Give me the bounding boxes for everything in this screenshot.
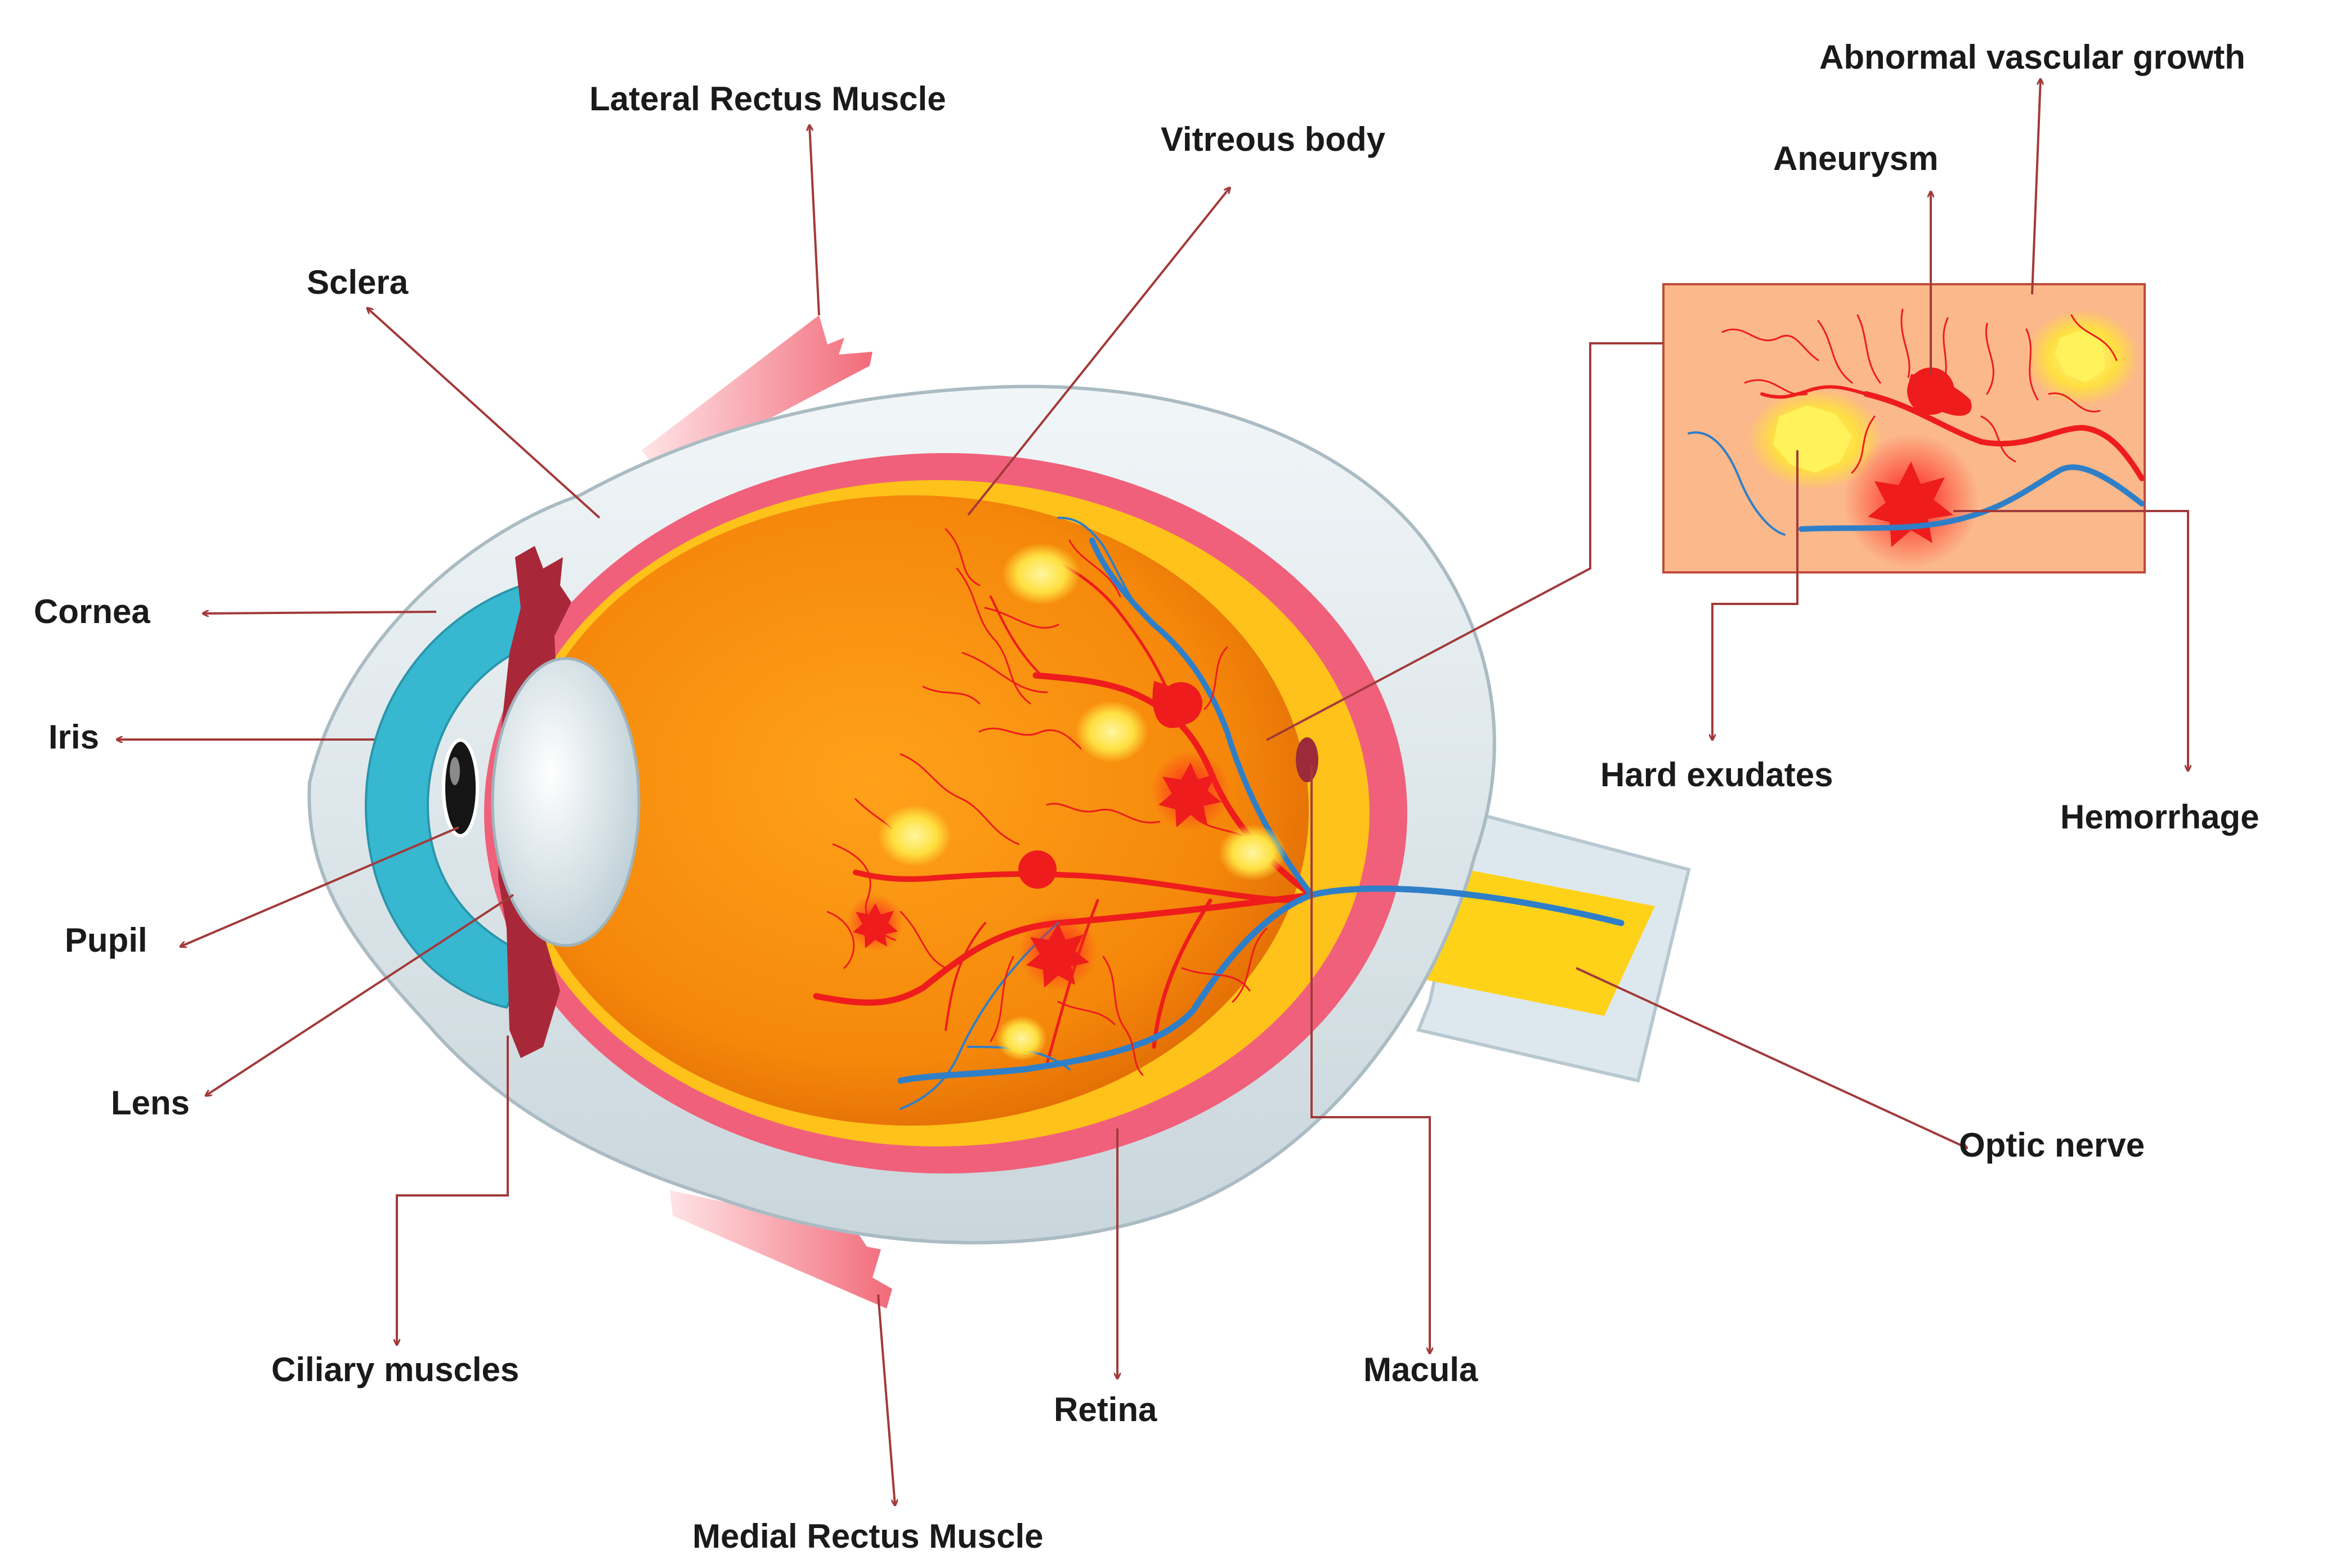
leader-ciliary (397, 1036, 509, 1345)
eye-illustration (307, 315, 1691, 1309)
leader-hemorrhage (1953, 510, 2188, 771)
leader-hard-exudates (1712, 450, 1798, 740)
leader-pupil (180, 826, 459, 947)
label-cornea: Cornea (34, 593, 150, 630)
label-hemorrhage: Hemorrhage (2060, 798, 2259, 836)
aneurysm-dot (1160, 682, 1202, 725)
leader-cornea (203, 612, 437, 613)
exudate-glow (1075, 701, 1148, 763)
leader-medial-rectus (877, 1294, 895, 1506)
macula-spot (1296, 737, 1318, 782)
leader-lens (205, 894, 514, 1096)
inset-content (1688, 308, 2145, 568)
inset-exudate (2055, 329, 2105, 383)
pupil-highlight (450, 757, 460, 785)
medial-rectus-muscle-shape (670, 1190, 892, 1309)
label-abnormal-vascular-growth: Abnormal vascular growth (1819, 38, 2245, 76)
pupil-shape (442, 738, 479, 837)
leader-optic-nerve (1576, 967, 1967, 1148)
label-macula: Macula (1363, 1351, 1478, 1388)
leader-lateral-rectus (809, 125, 820, 316)
label-aneurysm: Aneurysm (1773, 140, 1938, 177)
label-vitreous-body: Vitreous body (1161, 120, 1386, 158)
inset-hemorrhage (1868, 462, 1953, 547)
label-ciliary-muscles: Ciliary muscles (271, 1351, 519, 1388)
leader-vitreous-body (967, 187, 1230, 516)
lens-shape (491, 657, 641, 947)
hemorrhage-spot (1158, 763, 1222, 827)
hemorrhage-spot (1026, 923, 1089, 988)
label-lens: Lens (111, 1084, 190, 1122)
label-retina: Retina (1054, 1391, 1157, 1428)
aneurysm-dot (1018, 850, 1057, 889)
leader-inset-connector (1266, 342, 1663, 741)
inset-aneurysm-bulb (1907, 368, 1954, 415)
label-iris: Iris (48, 718, 99, 756)
label-lateral-rectus-muscle: Lateral Rectus Muscle (589, 80, 946, 118)
leader-macula (1310, 765, 1430, 1354)
exudate-glow (1219, 825, 1286, 881)
label-medial-rectus-muscle: Medial Rectus Muscle (692, 1517, 1044, 1555)
lateral-rectus-muscle-shape (642, 315, 873, 476)
label-hard-exudates: Hard exudates (1600, 756, 1833, 794)
cornea-shape (364, 578, 542, 1009)
labels: Lateral Rectus Muscle Vitreous body Scle… (34, 38, 2259, 1555)
exudate-glow (1002, 543, 1081, 605)
retinal-vessels (813, 517, 1625, 1110)
capillaries (826, 528, 1268, 1076)
hemorrhage-spot (853, 903, 898, 948)
label-optic-nerve: Optic nerve (1959, 1126, 2145, 1164)
label-sclera: Sclera (307, 263, 409, 301)
label-pupil: Pupil (65, 921, 147, 959)
inset-exudate (1773, 405, 1852, 473)
exudate-glow (996, 1016, 1047, 1061)
inset-pathology-panel (1662, 283, 2146, 574)
leader-abnormal-vascular (2031, 79, 2041, 295)
leader-sclera (367, 308, 601, 519)
exudate-glow (878, 805, 951, 867)
leader-lines (117, 79, 2188, 1506)
